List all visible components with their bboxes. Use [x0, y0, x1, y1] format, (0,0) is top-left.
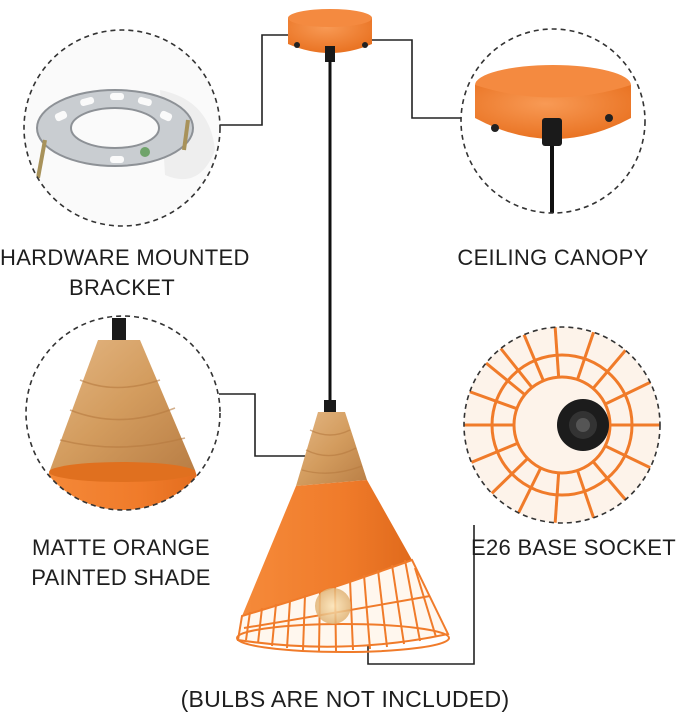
connector-line-canopy: [372, 39, 462, 119]
shade-label: MATTE ORANGE PAINTED SHADE: [28, 533, 214, 593]
canopy-inset: [460, 28, 646, 214]
connector-line-shade: [219, 393, 305, 457]
shade-label-line2: PAINTED SHADE: [31, 565, 211, 590]
bulbs-note: (BULBS ARE NOT INCLUDED): [180, 686, 510, 712]
connector-line-bracket: [220, 34, 292, 126]
socket-inset: [463, 326, 661, 524]
shade-label-line1: MATTE ORANGE: [32, 535, 210, 560]
bracket-inset: [23, 29, 221, 227]
hardware-label-line2: BRACKET: [68, 275, 175, 300]
bulb-glow: [315, 588, 351, 624]
hardware-bracket-label: HARDWARE MOUNTED BRACKET: [0, 243, 250, 303]
pendant-lamp: [236, 9, 450, 653]
socket-label: E26 BASE SOCKET: [470, 535, 677, 560]
ceiling-canopy: [288, 9, 372, 62]
shade-inset: [25, 315, 221, 511]
ceiling-canopy-label: CEILING CANOPY: [457, 245, 649, 270]
orange-shade: [242, 480, 412, 616]
hardware-label-line1: HARDWARE MOUNTED: [0, 245, 250, 270]
wood-cap: [296, 412, 367, 486]
